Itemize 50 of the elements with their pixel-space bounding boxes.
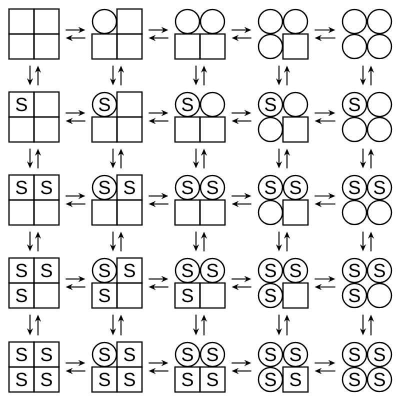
round-subunit: S [200,174,226,200]
square-subunit: S [33,366,60,393]
round-subunit: S [258,282,284,308]
round-subunit: S [92,258,118,284]
square-subunit: S [33,341,60,368]
square-subunit: S [199,366,226,393]
round-subunit: S [342,366,368,392]
square-subunit: S [33,257,60,284]
round-subunit: S [258,174,284,200]
round-subunit: S [282,174,308,200]
square-subunit: S [116,257,143,284]
round-subunit: S [258,258,284,284]
square-subunit: S [116,366,143,393]
round-subunit: S [342,92,368,118]
square-subunit: S [8,257,35,284]
square-subunit: S [8,282,35,309]
round-subunit: S [92,342,118,368]
round-subunit: S [200,342,226,368]
square-subunit: S [8,366,35,393]
round-subunit: S [174,258,200,284]
round-subunit: S [174,342,200,368]
square-subunit: S [174,366,201,393]
square-subunit: S [8,91,35,118]
round-subunit: S [342,342,368,368]
square-subunit: S [91,282,118,309]
square-subunit: S [8,174,35,201]
round-subunit: S [92,174,118,200]
square-subunit: S [91,366,118,393]
round-subunit: S [366,258,392,284]
round-subunit: S [366,366,392,392]
round-subunit: S [342,174,368,200]
square-subunit: S [116,174,143,201]
round-subunit: S [258,92,284,118]
round-subunit: S [200,258,226,284]
round-subunit: S [282,342,308,368]
round-subunit: S [258,342,284,368]
square-subunit: S [174,282,201,309]
round-subunit: S [174,92,200,118]
round-subunit: S [342,282,368,308]
square-subunit: S [8,341,35,368]
round-subunit: S [366,174,392,200]
round-subunit: S [282,258,308,284]
square-subunit: S [282,366,309,393]
square-subunit: S [33,174,60,201]
round-subunit: S [258,366,284,392]
round-subunit: S [174,174,200,200]
square-subunit: S [116,341,143,368]
round-subunit: S [366,342,392,368]
round-subunit: S [342,258,368,284]
round-subunit: S [92,92,118,118]
